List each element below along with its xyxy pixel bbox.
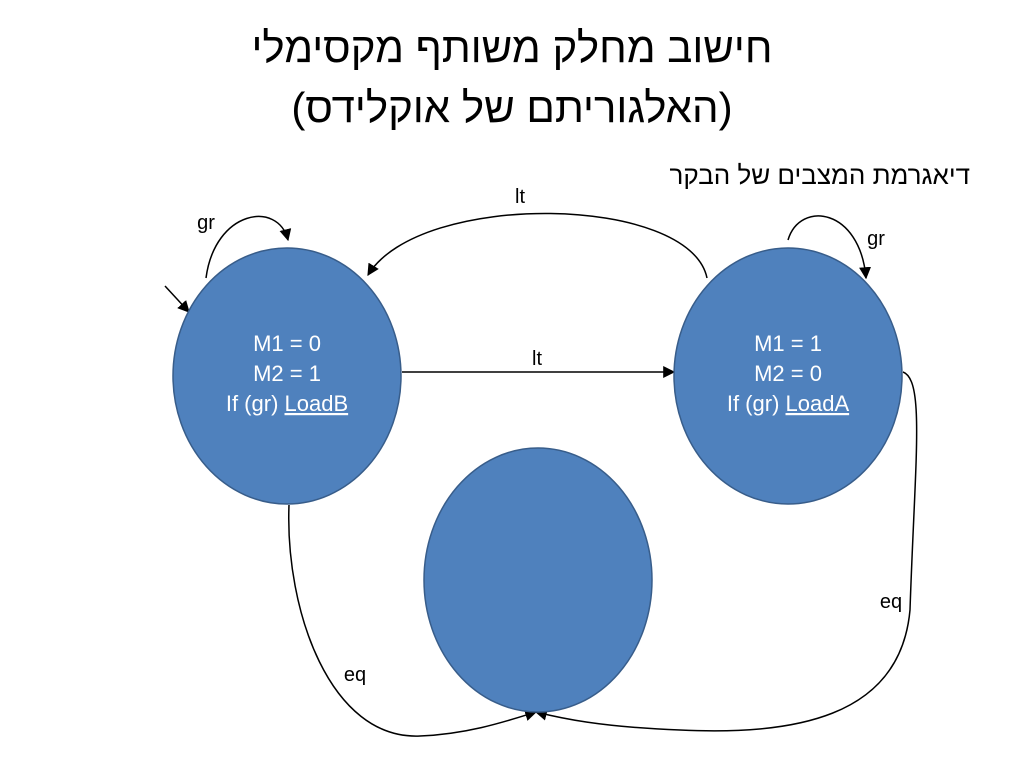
state1-line1: M1 = 1 [754, 331, 822, 356]
state-m1-1-m2-0 [673, 247, 903, 505]
state0-line2: M2 = 1 [253, 361, 321, 386]
diagram-subtitle: דיאגרמת המצבים של הבקר [669, 160, 970, 190]
edge-eq-left [288, 504, 538, 737]
state0-line1: M1 = 0 [253, 331, 321, 356]
edge-lt-top [367, 212, 708, 279]
state-m1-0-m2-1 [172, 247, 402, 505]
state1-action: LoadA [786, 391, 850, 416]
state0-action: LoadB [285, 391, 349, 416]
page-title-line2: (האלגוריתם של אוקלידס) [291, 84, 733, 131]
edge-eq-right [534, 371, 918, 732]
state1-cond: If (gr) [727, 391, 786, 416]
state0-cond: If (gr) [226, 391, 285, 416]
page-title-line1: חישוב מחלק משותף מקסימלי [251, 24, 773, 71]
state0-line3: If (gr) LoadB [226, 391, 348, 416]
edge-gr-right-loop [787, 215, 872, 280]
edge-label-gr-right: gr [867, 228, 885, 250]
edge-gr-left-loop [205, 215, 292, 279]
edge-label-eq-right: eq [880, 591, 902, 613]
edge-label-lt-middle: lt [532, 348, 542, 370]
edge-initial-arrow [164, 285, 190, 313]
state1-line3: If (gr) LoadA [727, 391, 850, 416]
edge-label-lt-top: lt [515, 186, 525, 208]
state1-line2: M2 = 0 [754, 361, 822, 386]
state-bottom [423, 447, 653, 713]
edge-label-gr-left: gr [197, 212, 215, 234]
edge-label-eq-left: eq [344, 664, 366, 686]
